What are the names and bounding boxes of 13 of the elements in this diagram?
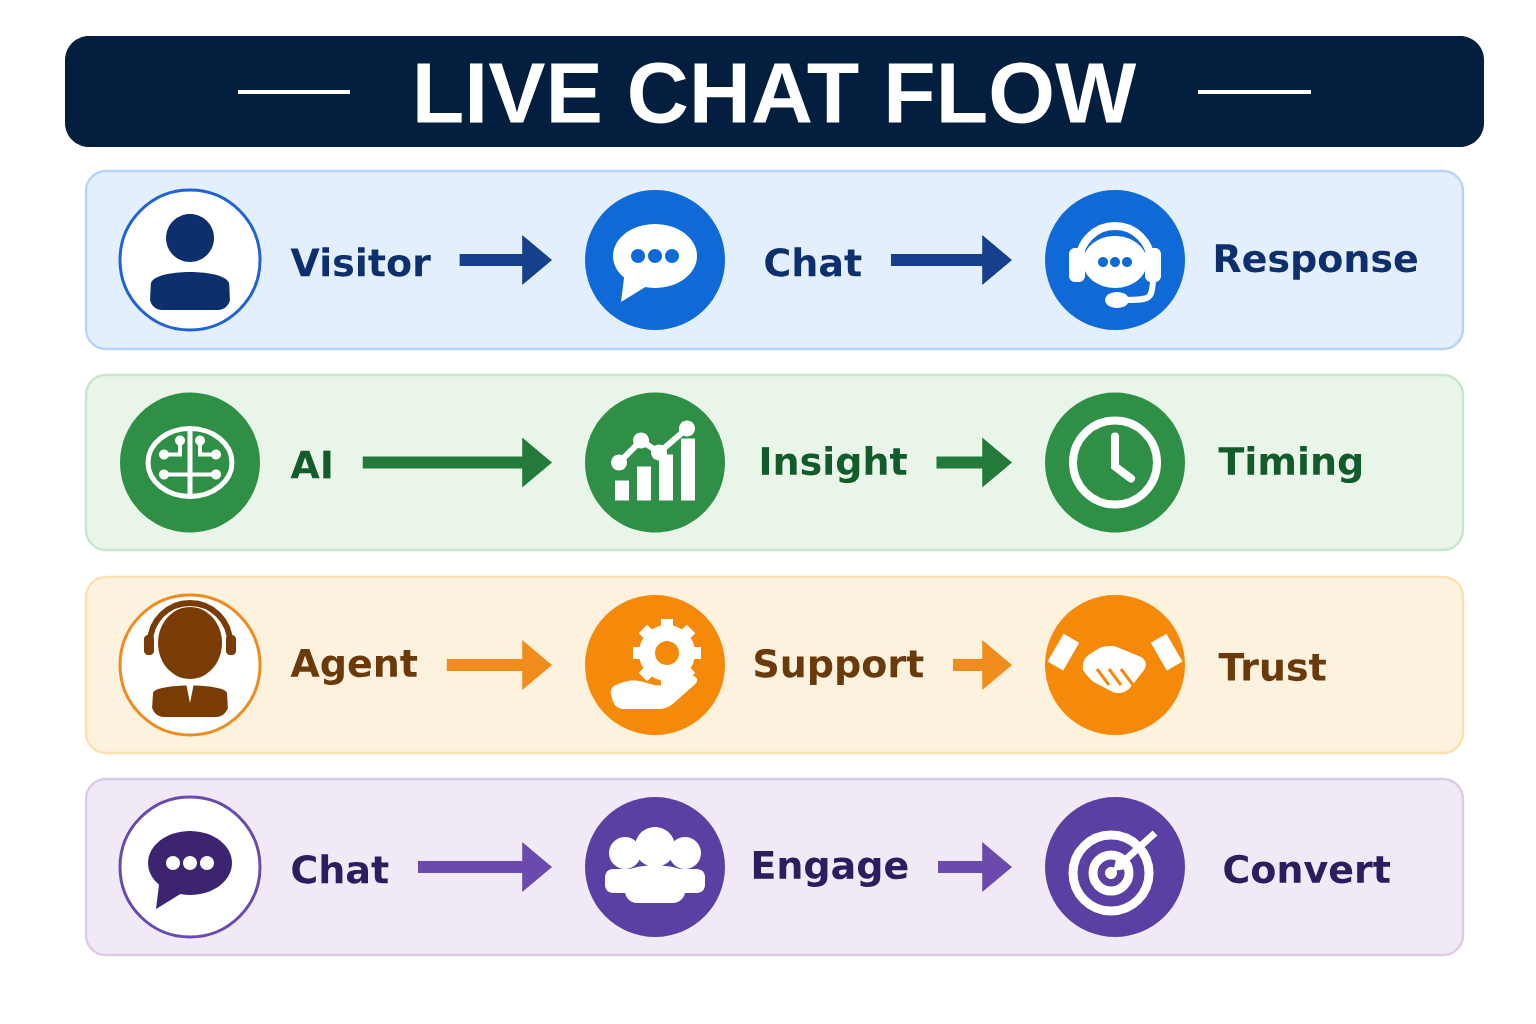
step-label: AI xyxy=(290,450,331,479)
step-label: Support xyxy=(755,648,924,686)
step-label: Insight xyxy=(761,446,907,484)
step-label: Timing xyxy=(1218,446,1362,484)
step-label: Engage xyxy=(753,851,908,887)
step-label: Trust xyxy=(1218,652,1326,682)
step-label: Visitor xyxy=(290,247,431,277)
step-label: Chat xyxy=(765,247,862,277)
step-label: Agent xyxy=(290,649,418,685)
step-label: Response xyxy=(1215,244,1417,280)
step-label: Chat xyxy=(292,854,389,884)
step-label: Convert xyxy=(1224,854,1390,884)
title-bar: LIVE CHAT FLOW xyxy=(65,36,1484,147)
